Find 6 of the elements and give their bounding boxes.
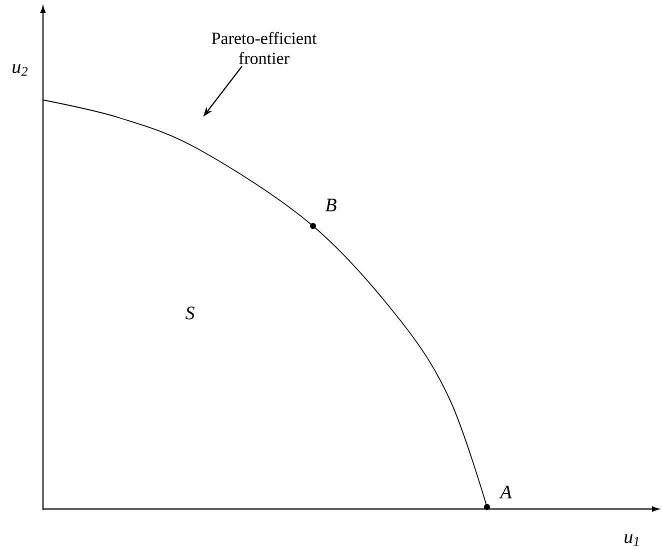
annotation-text: Pareto-efficient frontier (212, 32, 317, 64)
axis-label: u$_{1}$ (624, 534, 638, 546)
axis-label: u$_{2}$ (12, 64, 28, 76)
frontier-curve (42, 100, 488, 508)
region-label: S (185, 306, 194, 320)
point-label: B (325, 198, 336, 212)
